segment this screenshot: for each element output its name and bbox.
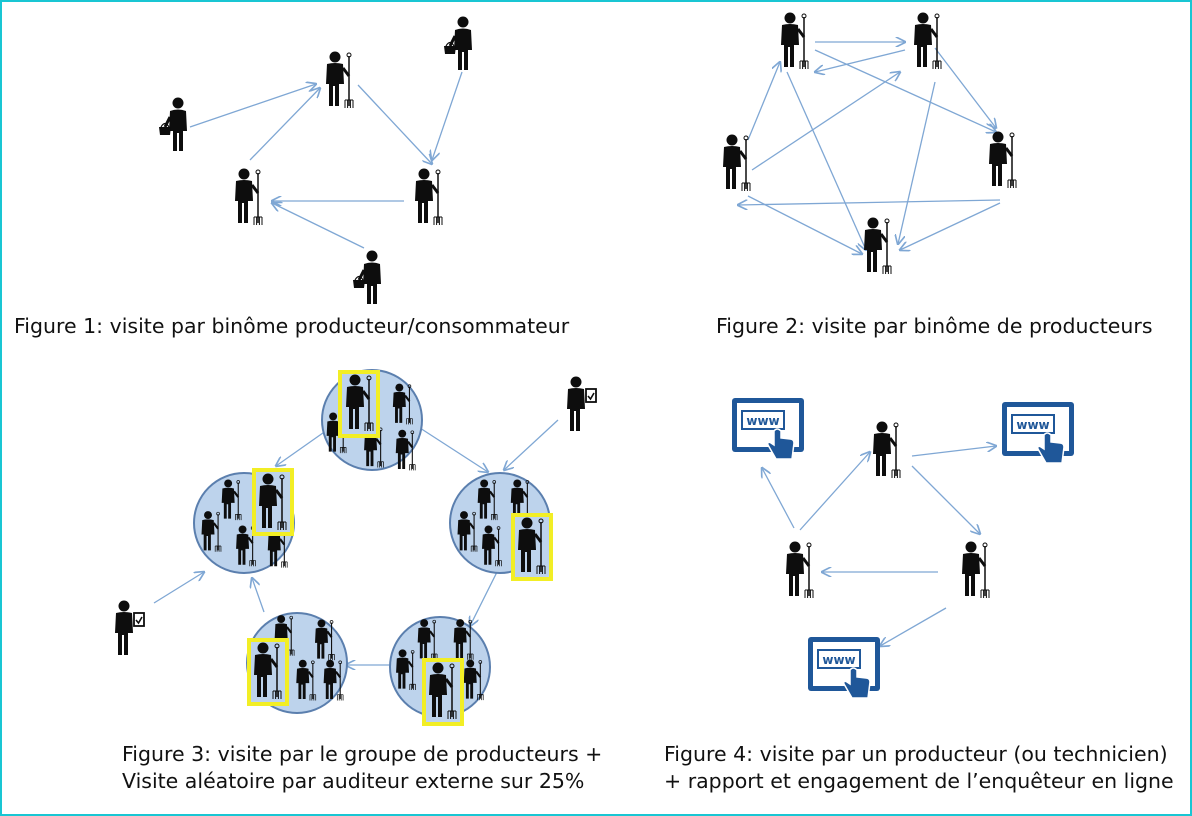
producer-icon — [721, 133, 752, 193]
producer-group — [321, 369, 423, 472]
producer-icon — [862, 216, 893, 276]
producer-icon — [233, 167, 264, 227]
producer-icon — [912, 11, 943, 71]
figure-4-caption: Figure 4: visite par un producteur (ou t… — [664, 741, 1174, 795]
producer-group — [193, 468, 295, 574]
figure-3-caption: Figure 3: visite par le groupe de produc… — [122, 741, 602, 795]
producer-icon — [324, 50, 355, 110]
figure-3-arrows — [153, 419, 559, 665]
figure-3 — [114, 369, 597, 726]
caption-line: Figure 1: visite par binôme producteur/c… — [14, 314, 570, 338]
auditor-icon — [566, 375, 597, 432]
consumer-icon — [157, 96, 189, 153]
caption-line: Visite aléatoire par auditeur externe su… — [122, 769, 585, 793]
figure-4 — [731, 397, 1075, 699]
web-tablet-icon — [731, 397, 805, 460]
caption-line: Figure 2: visite par binôme de producteu… — [716, 314, 1153, 338]
auditor-icon — [114, 599, 145, 656]
producer-icon — [413, 167, 444, 227]
figure-1-caption: Figure 1: visite par binôme producteur/c… — [14, 313, 569, 340]
producer-icon — [784, 540, 815, 600]
figure-2-arrows — [738, 42, 1001, 254]
caption-line: Figure 3: visite par le groupe de produc… — [122, 742, 603, 766]
figure-2-caption: Figure 2: visite par binôme de producteu… — [716, 313, 1153, 340]
caption-line: Figure 4: visite par un producteur (ou t… — [664, 742, 1168, 766]
consumer-icon — [442, 15, 474, 72]
producer-icon — [987, 130, 1018, 190]
producer-group — [389, 616, 491, 726]
consumer-icon — [351, 249, 383, 306]
producer-icon — [960, 540, 991, 600]
producer-group — [246, 612, 348, 714]
figure-1 — [157, 15, 474, 306]
caption-line: + rapport et engagement de l’enquêteur e… — [664, 769, 1174, 793]
producer-icon — [871, 420, 902, 480]
figure-1-arrows — [189, 71, 463, 249]
figure-2 — [721, 11, 1018, 276]
figure-4-arrows — [762, 446, 996, 646]
producer-icon — [779, 11, 810, 71]
web-tablet-icon — [1001, 401, 1075, 464]
web-tablet-icon — [807, 636, 881, 699]
producer-group — [449, 472, 553, 581]
